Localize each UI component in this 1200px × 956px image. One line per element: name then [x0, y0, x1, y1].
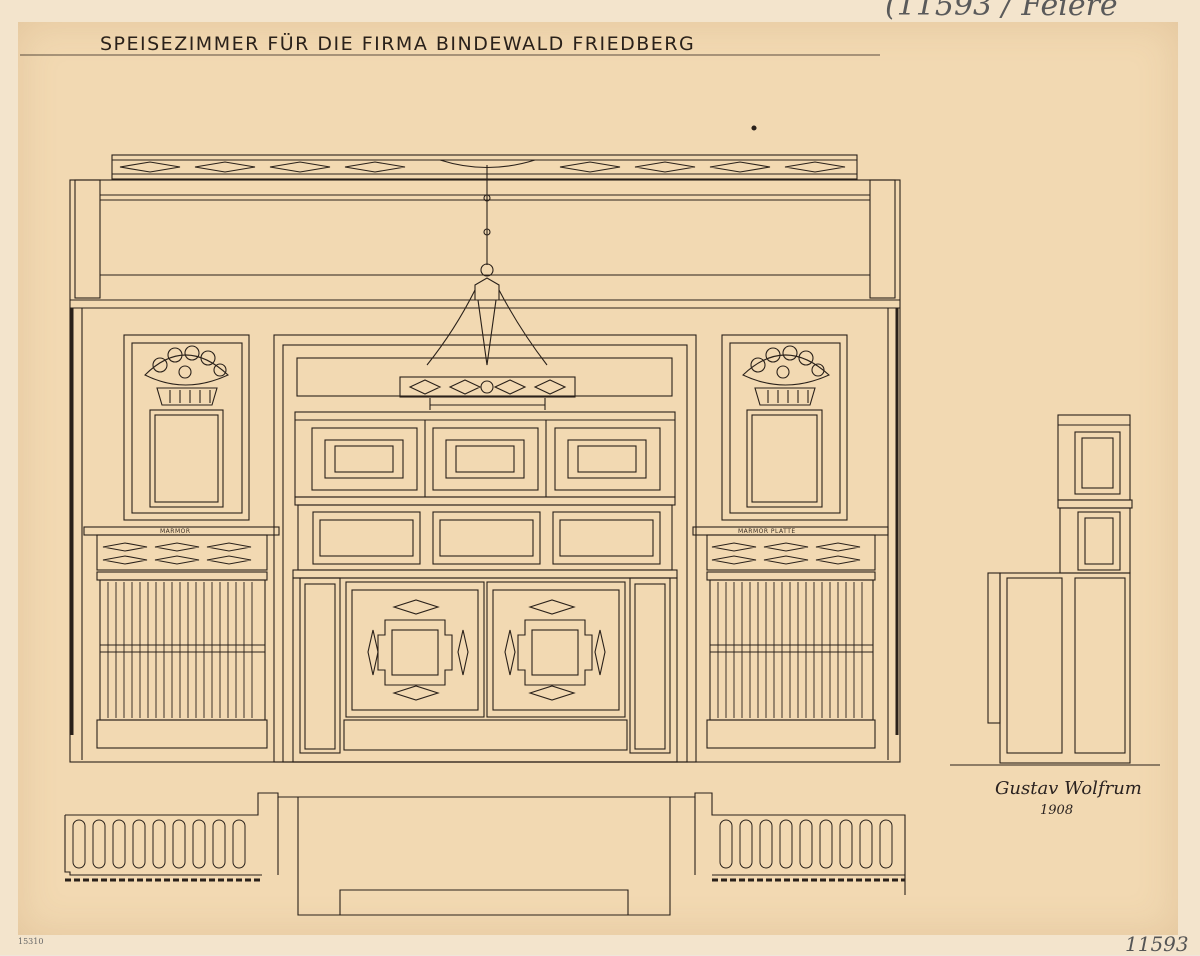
signature-year: 1908	[1040, 803, 1074, 818]
sideboard-upper	[294, 411, 676, 506]
left-radiator-cover	[83, 526, 280, 749]
right-panel-label: MARMOR PLATTE	[738, 528, 796, 535]
drawing-title: SPEISEZIMMER FÜR DIE FIRMA BINDEWALD FRI…	[100, 33, 696, 55]
floor-plan	[64, 792, 906, 916]
archive-mark: (11593 / Feiere	[885, 0, 1118, 23]
ink-dot	[751, 125, 757, 131]
central-niche	[273, 334, 697, 763]
cornice-frieze	[111, 154, 858, 180]
inventory-number: 11593	[1125, 932, 1189, 956]
left-wall-panel	[123, 334, 250, 521]
chandelier	[399, 165, 576, 410]
right-wall-panel	[721, 334, 848, 521]
sideboard-middle	[292, 504, 678, 579]
wall-frame	[69, 179, 901, 763]
right-radiator-cover	[692, 526, 889, 749]
corner-number: 15310	[18, 937, 44, 946]
side-elevation	[950, 414, 1160, 766]
sideboard-lower	[292, 577, 678, 763]
left-panel-label: MARMOR	[160, 528, 191, 535]
signature: Gustav Wolfrum	[995, 778, 1142, 799]
